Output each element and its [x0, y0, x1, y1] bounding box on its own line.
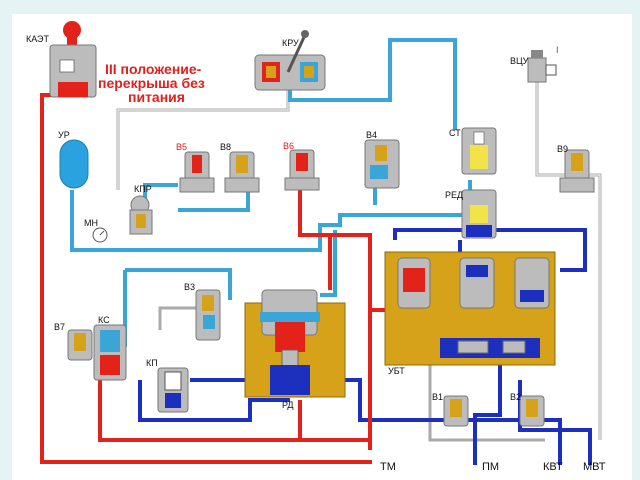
- valve-red[interactable]: [461, 189, 497, 239]
- valve-b2[interactable]: [519, 395, 545, 427]
- label-vcu: ВЦУ: [510, 56, 529, 66]
- supply-line-tm: [40, 93, 372, 464]
- label-b8: В8: [220, 142, 231, 152]
- label-kvt: КВТ: [543, 461, 563, 473]
- brake-line-right: [505, 228, 587, 272]
- label-b1: В1: [432, 392, 443, 402]
- title-line-1: III положение-: [105, 61, 202, 77]
- valve-b4[interactable]: [364, 139, 400, 189]
- label-b4: В4: [366, 130, 377, 140]
- control-line-b8: [178, 185, 250, 212]
- valve-b3[interactable]: [195, 289, 221, 341]
- label-b5: В5: [176, 142, 187, 152]
- label-ubt: УБТ: [388, 366, 405, 376]
- label-tm: ТМ: [380, 461, 396, 473]
- label-st: СТ: [449, 128, 461, 138]
- control-line-rd: [320, 230, 337, 297]
- label-kaet: КАЭТ: [26, 34, 50, 44]
- label-b2: В2: [510, 392, 521, 402]
- supply-line-b6: [298, 188, 332, 290]
- label-mn: МН: [84, 218, 98, 228]
- supply-lines: [40, 93, 395, 464]
- label-roman-1: I: [556, 45, 559, 55]
- ur-tank: [59, 139, 89, 189]
- rd-block[interactable]: [244, 289, 346, 398]
- label-kp: КП: [146, 358, 158, 368]
- label-b7: В7: [54, 322, 65, 332]
- gauge-mn: [92, 227, 108, 243]
- label-b3: В3: [184, 282, 195, 292]
- kaet-valve[interactable]: [49, 21, 97, 98]
- label-red: РЕД: [445, 190, 463, 200]
- label-rd: РД: [282, 400, 294, 410]
- brake-line-kvt: [320, 378, 562, 465]
- valve-b6[interactable]: [284, 149, 320, 191]
- valve-kp[interactable]: [157, 367, 189, 413]
- vcu-valve[interactable]: [527, 50, 557, 83]
- valve-b1[interactable]: [443, 395, 469, 427]
- label-mvt: МВТ: [583, 461, 606, 473]
- valve-kpr[interactable]: [129, 195, 153, 235]
- control-line-ur: [70, 180, 472, 252]
- supply-line-ks: [98, 380, 370, 442]
- label-b9: В9: [557, 144, 568, 154]
- label-kpr: КПР: [134, 184, 152, 194]
- kru-valve[interactable]: [254, 30, 326, 91]
- control-line-b3: [125, 268, 232, 300]
- label-ur: УР: [58, 130, 70, 140]
- label-kru: КРУ: [282, 38, 299, 48]
- label-b6: В6: [283, 141, 294, 151]
- valve-b5[interactable]: [179, 151, 215, 193]
- ubt-block[interactable]: [384, 251, 556, 366]
- brake-line-kp: [138, 380, 290, 422]
- title-block: III положение- перекрыша без питания: [98, 61, 205, 105]
- exhaust-line-ubt: [428, 365, 545, 442]
- kaet-knob-icon: [63, 21, 81, 39]
- control-line-kru: [288, 38, 457, 130]
- valve-b8[interactable]: [224, 151, 260, 193]
- valve-st[interactable]: [461, 127, 497, 175]
- exhaust-line-b3: [158, 306, 205, 330]
- title-line-3: питания: [128, 89, 185, 105]
- valve-b7[interactable]: [67, 329, 93, 361]
- valve-ks[interactable]: [93, 324, 127, 381]
- valve-b9[interactable]: [559, 149, 595, 193]
- label-ks: КС: [98, 315, 110, 325]
- title-line-2: перекрыша без: [98, 75, 205, 91]
- supply-line-main: [300, 233, 372, 450]
- component-labels: КАЭТ КРУ ВЦУ I УР В5 В8 В6 В4 СТ РЕД В9 …: [26, 34, 606, 473]
- label-pm: ПМ: [482, 461, 499, 473]
